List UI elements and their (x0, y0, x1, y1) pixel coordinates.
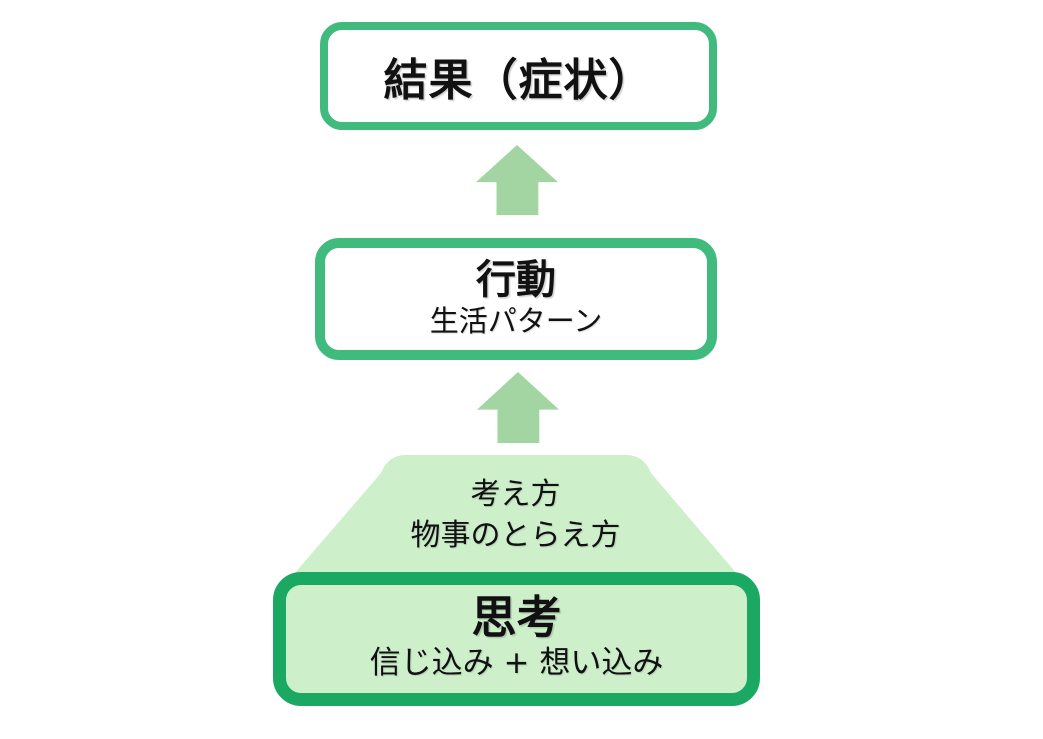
up-arrow-icon (477, 372, 559, 443)
mindset-line1: 考え方 (470, 477, 561, 512)
behavior-box-title: 行動 (476, 257, 556, 304)
result-box: 結果（症状） (320, 22, 717, 130)
up-arrow-icon (476, 145, 558, 215)
thought-box-title: 思考 (471, 591, 562, 645)
result-box-label: 結果（症状） (383, 55, 654, 106)
behavior-box: 行動 生活パターン (315, 238, 717, 360)
behavior-box-subtitle: 生活パターン (429, 304, 603, 339)
thought-box: 思考 信じ込み + 想い込み (273, 572, 760, 706)
mindset-trapezoid (288, 455, 743, 581)
mindset-text: 考え方 物事のとらえ方 (288, 474, 743, 556)
mindset-line2: 物事のとらえ方 (410, 518, 621, 553)
thought-box-subtitle: 信じ込み + 想い込み (369, 644, 664, 681)
trapezoid-shape (288, 455, 743, 581)
